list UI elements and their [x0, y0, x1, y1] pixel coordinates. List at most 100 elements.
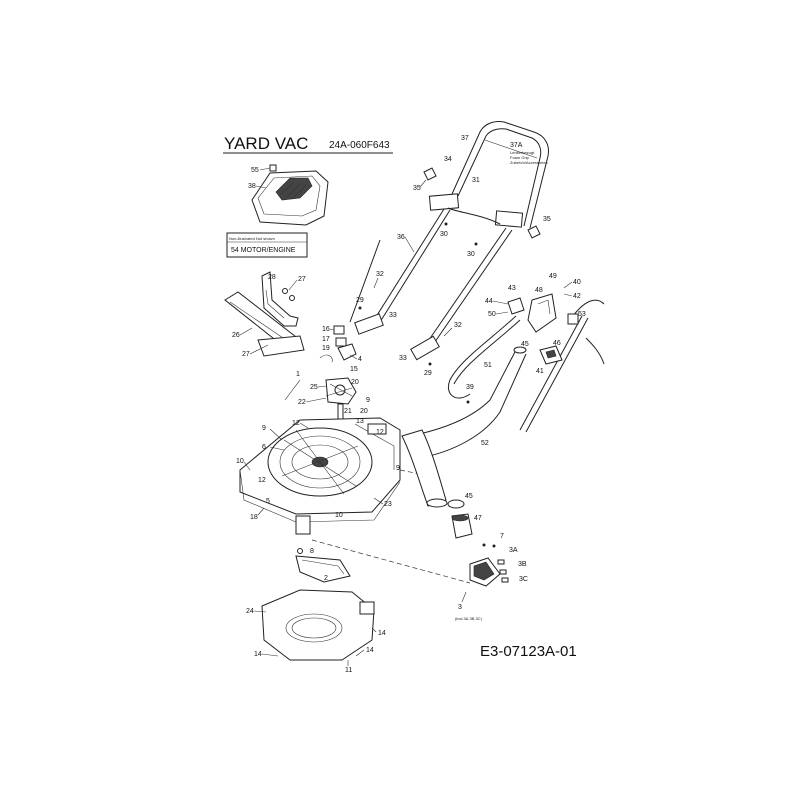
callout: 53 — [578, 311, 586, 318]
leader — [257, 507, 265, 516]
bolt-set — [282, 288, 295, 301]
callout: 33 — [389, 312, 397, 319]
leader — [495, 311, 509, 315]
switch-46 — [539, 345, 563, 365]
callout: 50 — [488, 311, 496, 318]
callout: 10 — [335, 512, 343, 519]
callout: 40 — [573, 279, 581, 286]
leader — [288, 279, 298, 291]
callout: 3C — [519, 576, 528, 583]
callout: 11 — [345, 667, 352, 674]
handle-bracket — [507, 293, 557, 333]
leader — [371, 627, 377, 633]
callout: 17 — [322, 336, 330, 343]
right-arm — [519, 299, 605, 433]
model-number: 24A-060F643 — [329, 140, 390, 151]
callout: 28 — [268, 274, 276, 281]
callout: 39 — [466, 384, 474, 391]
discharge-chute — [224, 271, 305, 357]
callout: 52 — [481, 440, 489, 447]
leader — [239, 327, 253, 336]
callout: 2 — [324, 575, 328, 582]
callout: 48 — [535, 287, 543, 294]
leader — [317, 385, 327, 388]
handle-note-3: Zubehör/Accessoires — [510, 160, 548, 165]
callout: 6 — [262, 444, 266, 451]
callout: 34 — [444, 156, 452, 163]
callout: 14 — [366, 647, 374, 654]
bolt — [444, 222, 448, 226]
callout: 16 — [322, 326, 330, 333]
leader — [305, 397, 327, 403]
callout: 46 — [553, 340, 561, 347]
callout: 12 — [258, 477, 266, 484]
callout: 19 — [322, 345, 330, 352]
leader — [419, 179, 427, 188]
callout: 37A — [510, 142, 523, 149]
leader — [443, 327, 453, 337]
leader — [349, 354, 358, 360]
deflector-strap — [295, 548, 351, 583]
leader — [404, 236, 415, 253]
callout: 55 — [251, 167, 259, 174]
callout: 3A — [509, 547, 518, 554]
hose-51 — [448, 315, 521, 399]
callout: 29 — [356, 297, 364, 304]
callout: 21 — [344, 408, 352, 415]
leader — [329, 328, 335, 331]
leader — [261, 653, 279, 657]
vacuum-hose — [401, 346, 527, 508]
callout: 43 — [508, 285, 516, 292]
callout: 45 — [521, 341, 529, 348]
callout: 14 — [254, 651, 262, 658]
handle-note-2: Foam Grip — [510, 155, 530, 160]
callout: 30 — [467, 251, 475, 258]
throttle-cable — [284, 379, 301, 401]
callout: 12 — [376, 429, 384, 436]
callout: 32 — [454, 322, 462, 329]
motor-note: Non-illustrated Not shown — [229, 236, 275, 241]
leader — [563, 281, 573, 289]
callout: 35 — [413, 185, 421, 192]
callout: 14 — [378, 630, 386, 637]
callout: 38 — [248, 183, 256, 190]
callout: 27 — [298, 276, 306, 283]
leader — [373, 277, 379, 289]
callout: 24 — [246, 608, 254, 615]
callout: 15 — [350, 366, 358, 373]
callout: 12 — [292, 420, 300, 427]
hose-connection-line — [311, 539, 471, 584]
callout: 20 — [360, 408, 368, 415]
callout: 45 — [465, 493, 473, 500]
callout: 22 — [298, 399, 306, 406]
motor-engine-box — [226, 232, 308, 258]
leader — [492, 300, 509, 305]
callout: 37 — [461, 135, 469, 142]
height-adjust-assembly — [325, 377, 357, 421]
leader — [355, 649, 365, 657]
callout: 8 — [310, 548, 314, 555]
leader — [269, 446, 285, 451]
leader — [269, 428, 283, 441]
callout: 26 — [232, 332, 240, 339]
diagram-title: YARD VAC — [224, 134, 308, 153]
callout: 51 — [484, 362, 492, 369]
motor-engine-label: 54 MOTOR/ENGINE — [231, 247, 296, 254]
callout: 35 — [543, 216, 551, 223]
callout: 1 — [296, 371, 300, 378]
callout: 31 — [472, 177, 480, 184]
knob-35-upper — [423, 167, 437, 181]
callout: 20 — [351, 379, 359, 386]
callout: 23 — [384, 501, 392, 508]
callout: 30 — [440, 231, 448, 238]
adapter-47 — [451, 513, 473, 539]
callout: 32 — [376, 271, 384, 278]
callout: 27 — [242, 351, 250, 358]
bolt — [466, 400, 470, 404]
leader — [461, 591, 467, 603]
callout: 5 — [266, 498, 270, 505]
part-3-note: (incl.3A,3B,3C) — [455, 616, 483, 621]
callout: 42 — [573, 293, 581, 300]
handle-assembly — [349, 121, 549, 361]
